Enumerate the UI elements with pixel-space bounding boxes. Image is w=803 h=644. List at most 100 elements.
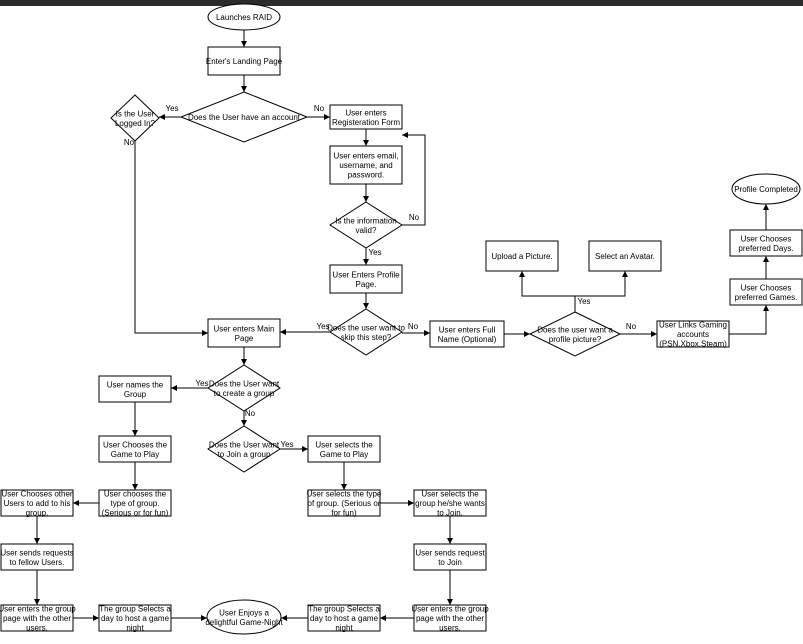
node-label: to create a group [214, 389, 275, 398]
node-label: to Join a group [218, 450, 271, 459]
node-label: valid? [356, 226, 377, 235]
node-label: Logged In? [115, 119, 156, 128]
node-label: users. [439, 624, 461, 633]
edge-label-logged-no: No [124, 138, 135, 147]
node-launch: Launches RAID [207, 3, 281, 31]
node-label: Users to add to his [4, 499, 71, 508]
edge-label-create-no: No [245, 409, 256, 418]
node-label: users. [26, 624, 48, 633]
node-label: group he/she wants [415, 499, 485, 508]
node-label: User selects the [421, 490, 479, 499]
node-label: Is the information [335, 216, 396, 225]
node-label: User enters Full [439, 325, 496, 334]
node-label: Is the User [116, 109, 155, 118]
node-label: User selects the type [307, 490, 382, 499]
flow-arrow [402, 132, 426, 226]
node-label: night [126, 624, 144, 633]
node-label: group. [26, 509, 49, 518]
flow-arrow [729, 305, 769, 335]
node-label: page with the other [3, 614, 71, 623]
node-label: type of group. [111, 499, 160, 508]
node-label: Does the user want a [537, 325, 613, 334]
node-label: User names the [107, 380, 164, 389]
node-label: User chooses the [104, 490, 167, 499]
node-label: Select an Avatar. [595, 252, 655, 261]
node-label: Profile Completed [734, 185, 798, 194]
node-label: Game to Play [320, 450, 368, 459]
node-label: night [335, 624, 353, 633]
node-label: User Chooses [741, 234, 792, 243]
node-label: accounts [677, 330, 709, 339]
edge-label-picture-yes: Yes [577, 297, 590, 306]
node-label: (Serious or for fun) [102, 509, 169, 518]
node-label: (PSN,Xbox,Steam) [659, 340, 727, 349]
node-label: Registeration Form [332, 118, 400, 127]
flow-edges [34, 30, 769, 621]
node-label: delightful Game-Night [205, 618, 283, 627]
node-label: User Chooses other [1, 490, 72, 499]
node-label: User Chooses [741, 283, 792, 292]
node-have-account: Does the User have an account [179, 91, 309, 143]
node-label: Enter's Landing Page [206, 57, 283, 66]
node-label: Page [235, 334, 254, 343]
node-label: User enters the group [0, 605, 76, 614]
edge-label-account-yes: Yes [165, 104, 178, 113]
node-label: profile picture? [549, 335, 602, 344]
node-select-avatar: Select an Avatar. [588, 240, 662, 272]
node-label: Group [124, 390, 147, 399]
node-link-accounts: User Links Gamingaccounts(PSN,Xbox,Steam… [656, 320, 730, 349]
node-label: page with the other [416, 614, 484, 623]
node-label: preferred Games. [735, 293, 798, 302]
node-label: Does the User want [209, 379, 280, 388]
node-label: username, and [339, 161, 392, 170]
node-label: of group. (Serious or [308, 499, 381, 508]
node-label: Does the user want to [327, 323, 405, 332]
node-label: to fellow Users. [10, 558, 65, 567]
node-label: preferred Days. [738, 244, 793, 253]
node-label: to Join. [437, 509, 463, 518]
edge-label-account-no: No [314, 104, 325, 113]
edge-label-skip-yes: Yes [316, 322, 329, 331]
edge-label-create-yes: Yes [195, 379, 208, 388]
node-label: User Enters Profile [332, 270, 400, 279]
node-landing: Enter's Landing Page [206, 46, 283, 76]
node-label: to Join [438, 558, 462, 567]
node-profile-done: Profile Completed [731, 173, 801, 205]
node-label: Page. [356, 280, 377, 289]
flow-arrow [519, 271, 576, 312]
node-label: Does the User have an account [188, 113, 301, 122]
node-label: Does the User want [209, 440, 280, 449]
node-label: User sends requests [0, 548, 73, 557]
node-label: User Links Gaming [659, 321, 727, 330]
edge-label-picture-no: No [626, 322, 637, 331]
window-top-bar [0, 0, 803, 6]
node-label: User Enjoys a [219, 608, 269, 617]
